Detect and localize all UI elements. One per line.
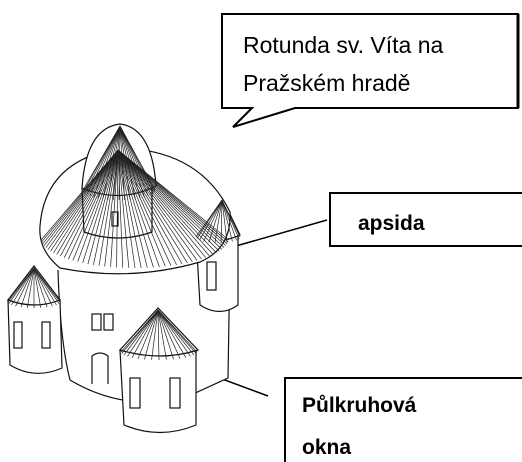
rotunda-illustration bbox=[7, 123, 241, 434]
label-okna-line2: okna bbox=[302, 436, 352, 459]
label-okna-line1: Půlkruhová bbox=[302, 394, 417, 417]
apsida-label-frame bbox=[329, 192, 522, 247]
apse-left bbox=[7, 265, 63, 374]
callout-title-line1: Rotunda sv. Víta na bbox=[243, 32, 444, 58]
okna-label-frame bbox=[284, 377, 522, 462]
label-apsida: apsida bbox=[358, 212, 425, 235]
apsida-pointer-line bbox=[221, 219, 328, 251]
callout-title-line2: Pražském hradě bbox=[243, 70, 411, 96]
